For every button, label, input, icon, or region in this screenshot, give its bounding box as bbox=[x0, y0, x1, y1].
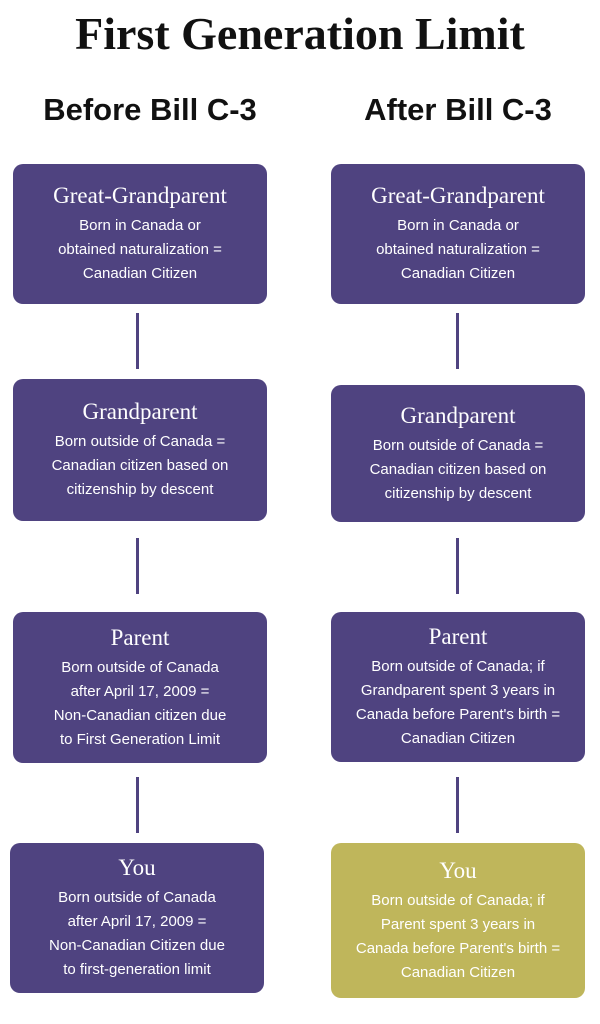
connector-line bbox=[136, 538, 139, 594]
box-title: Great-Grandparent bbox=[53, 183, 227, 208]
connector-line bbox=[456, 538, 459, 594]
box-body: Born outside of Canada; if Grandparent s… bbox=[355, 658, 561, 747]
before-you-box: You Born outside of Canada after April 1… bbox=[10, 843, 264, 993]
box-body: Born outside of Canada; if Parent spent … bbox=[355, 891, 561, 981]
column-header-after: After Bill C-3 bbox=[364, 92, 552, 127]
connector-line bbox=[136, 313, 139, 369]
box-body: Born outside of Canada after April 17, 2… bbox=[49, 889, 225, 978]
before-grandparent-box: Grandparent Born outside of Canada = Can… bbox=[13, 379, 267, 521]
after-grandparent-box: Grandparent Born outside of Canada = Can… bbox=[331, 385, 585, 522]
after-great-grandparent-box: Great-Grandparent Born in Canada or obta… bbox=[331, 164, 585, 304]
connector-line bbox=[456, 777, 459, 833]
box-body: Born in Canada or obtained naturalizatio… bbox=[58, 217, 222, 282]
box-title: Parent bbox=[110, 624, 170, 650]
connector-line bbox=[136, 777, 139, 833]
box-title: Parent bbox=[428, 624, 488, 649]
box-body: Born in Canada or obtained naturalizatio… bbox=[376, 217, 540, 282]
column-header-before: Before Bill C-3 bbox=[43, 92, 257, 127]
box-body: Born outside of Canada = Canadian citize… bbox=[51, 433, 229, 498]
before-great-grandparent-box: Great-Grandparent Born in Canada or obta… bbox=[13, 164, 267, 304]
box-title: You bbox=[439, 857, 477, 883]
box-body: Born outside of Canada after April 17, 2… bbox=[53, 658, 227, 748]
box-title: Grandparent bbox=[82, 399, 198, 424]
box-body: Born outside of Canada = Canadian citize… bbox=[369, 436, 547, 502]
box-title: Grandparent bbox=[400, 402, 516, 428]
box-title: You bbox=[118, 855, 156, 880]
page-title: First Generation Limit bbox=[75, 8, 525, 59]
after-you-box-highlight: You Born outside of Canada; if Parent sp… bbox=[331, 843, 585, 998]
before-parent-box: Parent Born outside of Canada after Apri… bbox=[13, 612, 267, 763]
after-parent-box: Parent Born outside of Canada; if Grandp… bbox=[331, 612, 585, 762]
connector-line bbox=[456, 313, 459, 369]
box-title: Great-Grandparent bbox=[371, 183, 545, 208]
